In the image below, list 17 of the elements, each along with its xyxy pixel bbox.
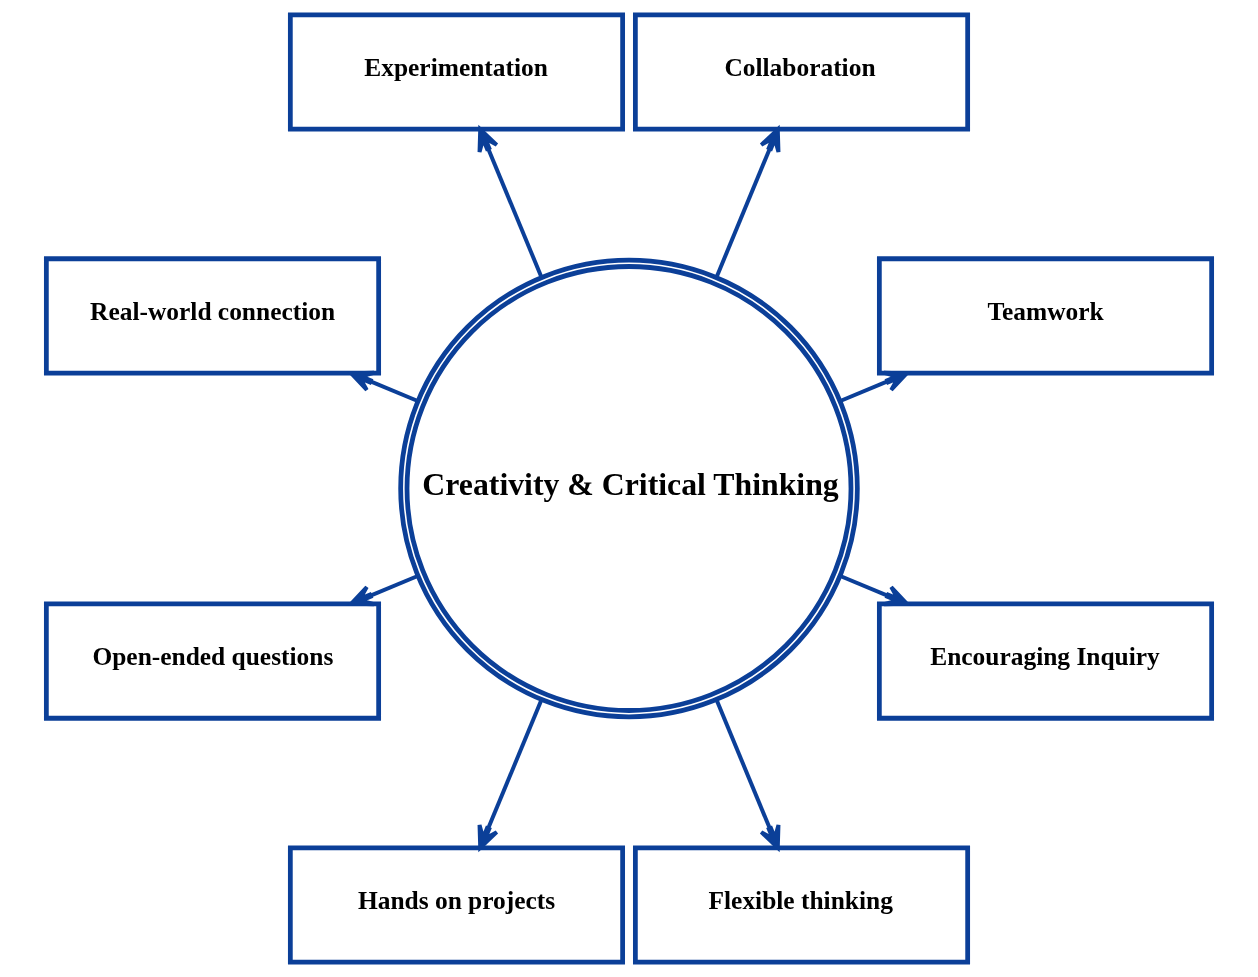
node-box: Open-ended questions	[43, 601, 382, 721]
arrow	[477, 127, 544, 278]
node-box: Encouraging Inquiry	[876, 601, 1215, 721]
node-box: Hands on projects	[287, 845, 625, 965]
node-box: Real-world connection	[43, 256, 382, 376]
arrow	[477, 699, 544, 850]
arrow	[714, 127, 781, 278]
node-circle: Creativity & Critical Thinking	[398, 257, 860, 720]
arrow	[349, 574, 419, 607]
arrow	[839, 574, 909, 607]
arrow	[839, 370, 909, 403]
arrow	[714, 699, 781, 850]
arrow	[349, 370, 419, 403]
node-box: Collaboration	[633, 12, 971, 132]
node-box: Flexible thinking	[633, 845, 971, 965]
node-box: Experimentation	[287, 12, 625, 132]
node-box: Teamwork	[876, 256, 1215, 376]
